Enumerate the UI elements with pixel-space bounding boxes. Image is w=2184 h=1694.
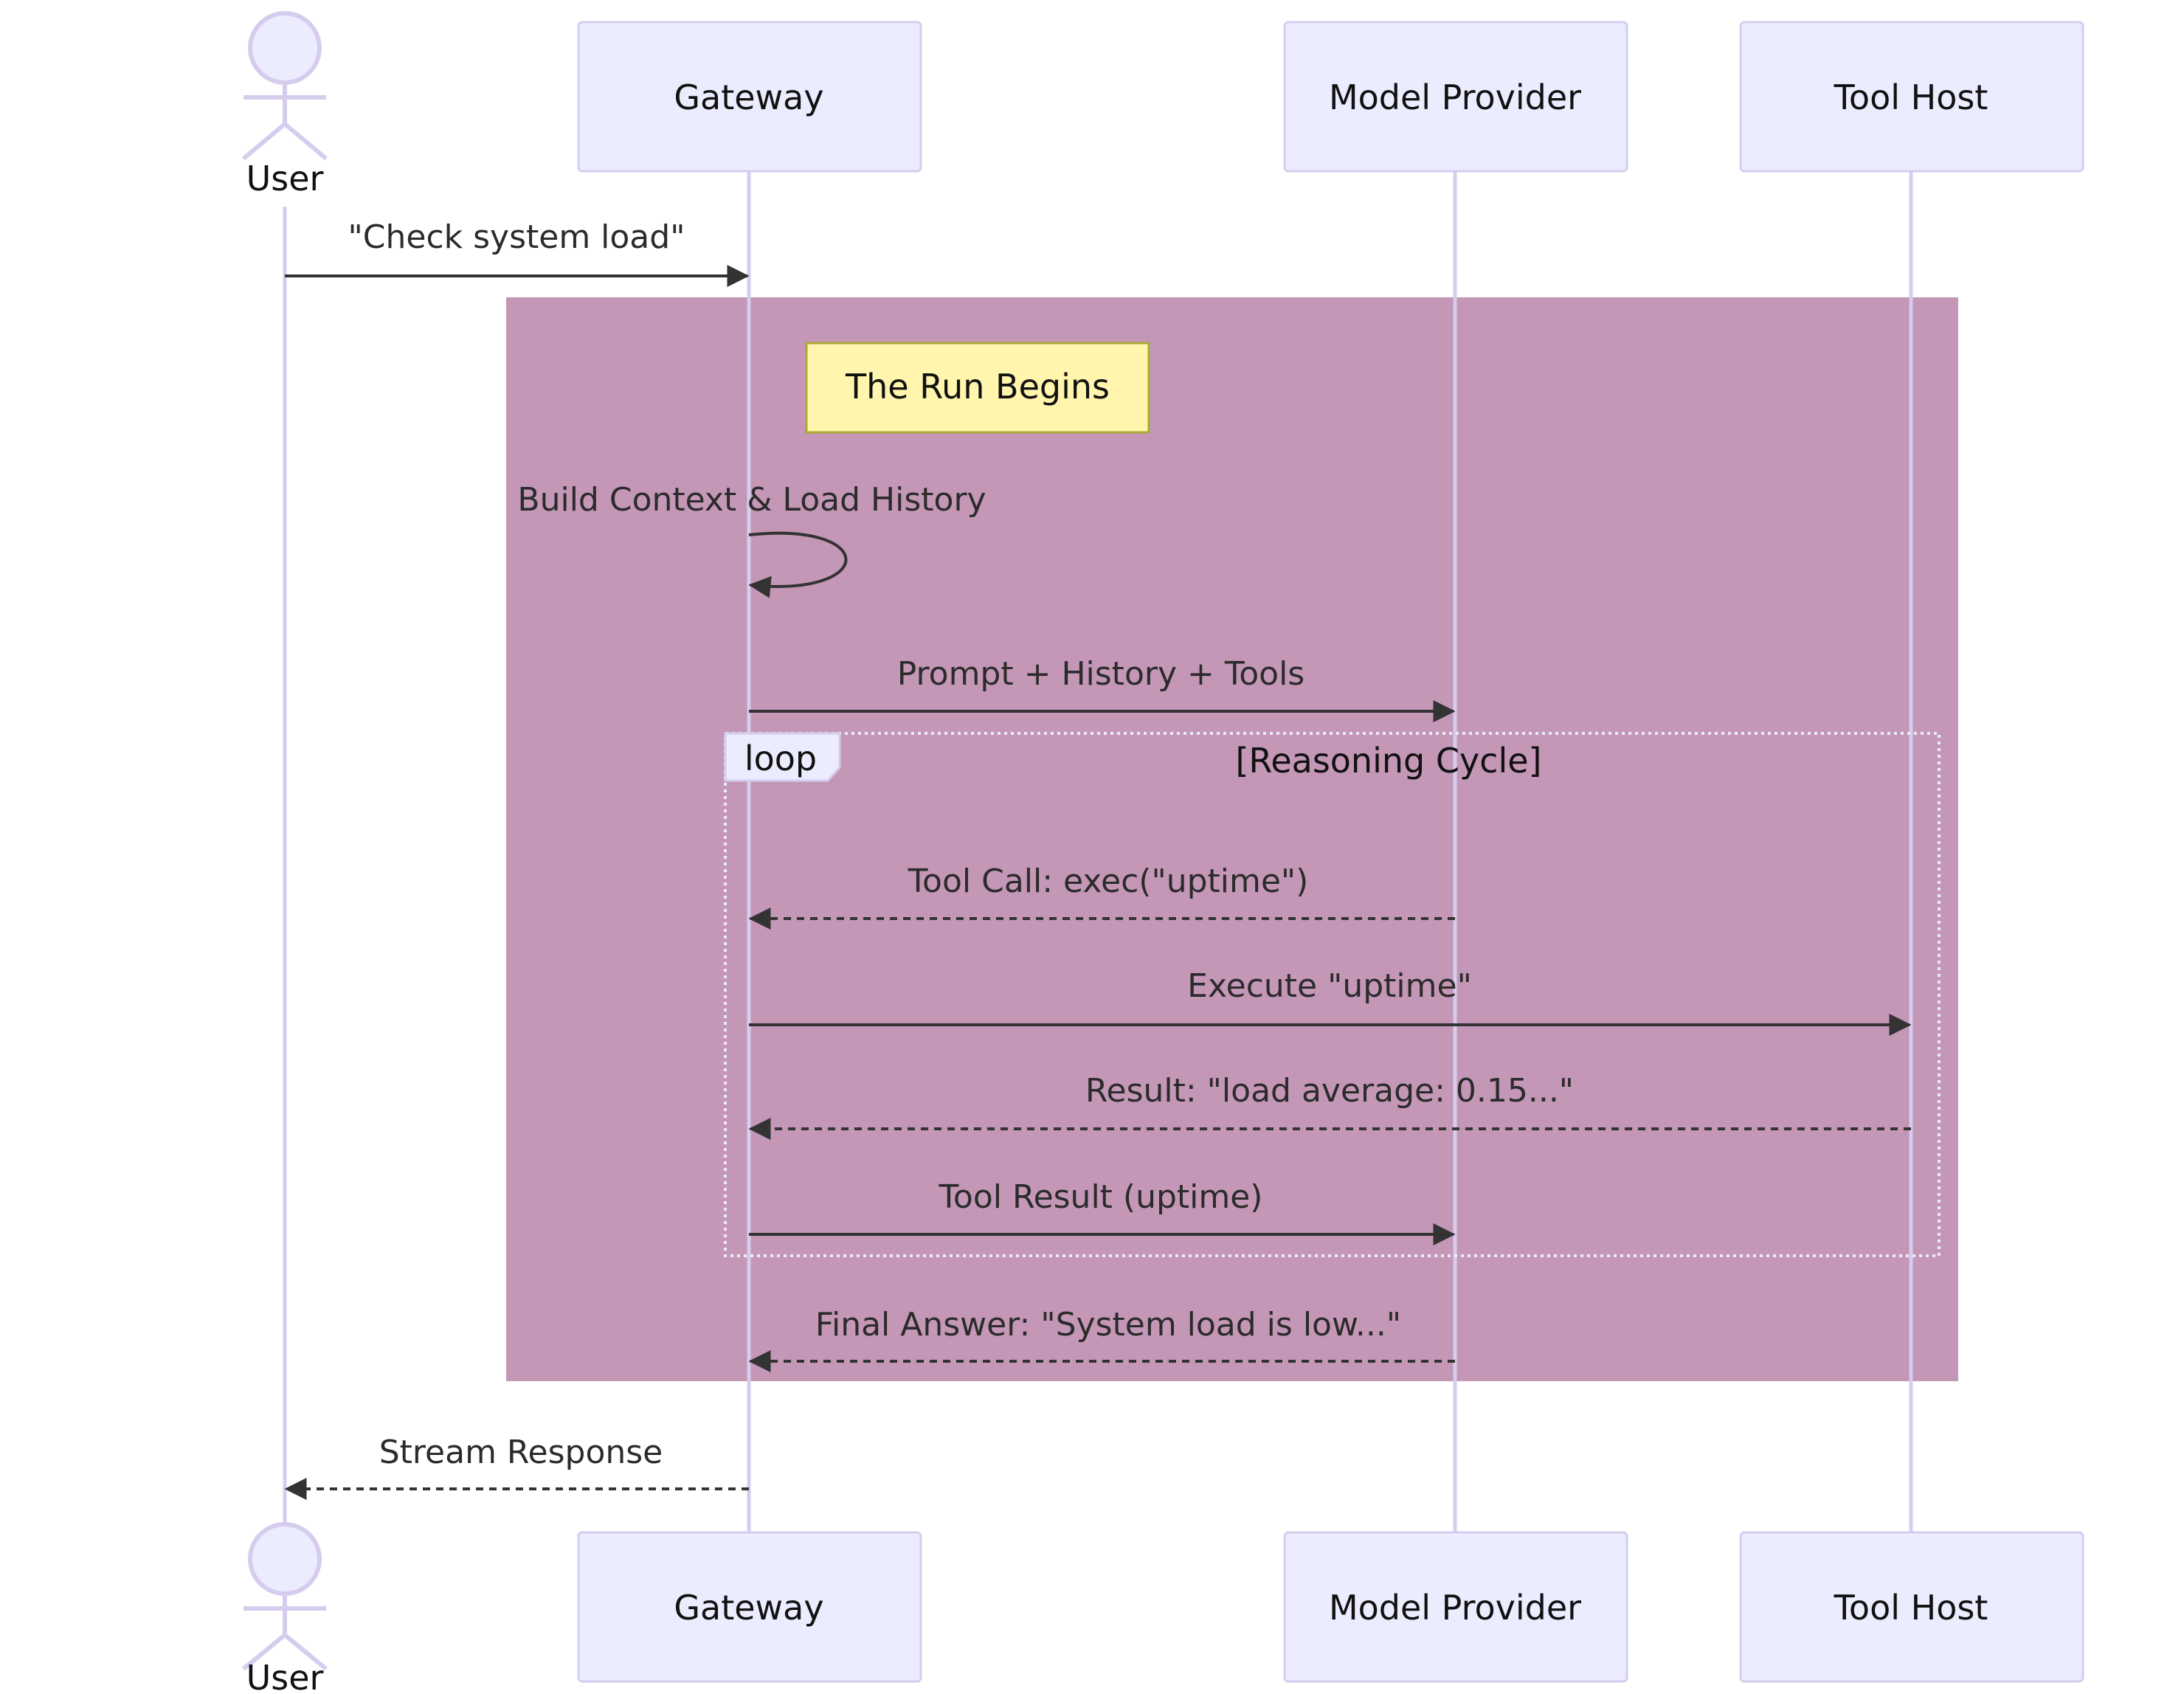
msg-stream-label: Stream Response <box>379 1434 663 1471</box>
user-actor-bottom-leg-right <box>283 1633 328 1671</box>
msg-final-answer-label: Final Answer: "System load is low..." <box>815 1306 1401 1344</box>
model-provider-label-top: Model Provider <box>1329 77 1581 117</box>
loop-tag-shape <box>724 732 841 782</box>
msg-build-context-label: Build Context & Load History <box>517 481 986 519</box>
msg-execute-label: Execute "uptime" <box>1187 967 1472 1005</box>
msg-prompt-label: Prompt + History + Tools <box>897 655 1304 693</box>
tool-host-label-top: Tool Host <box>1834 77 1988 117</box>
run-begins-note-box <box>805 342 1150 434</box>
tool-host-label-bottom: Tool Host <box>1834 1588 1988 1628</box>
reasoning-loop: loop [Reasoning Cycle] <box>724 732 1941 1257</box>
loop-condition: [Reasoning Cycle] <box>1235 741 1541 781</box>
user-actor-leg-right <box>283 122 328 161</box>
run-begins-note: The Run Begins <box>805 342 1150 434</box>
user-actor-top: User <box>242 11 328 198</box>
msg-check-load-label: "Check system load" <box>348 218 685 256</box>
tool-host-box-top-rect <box>1739 21 2084 173</box>
tool-host-box-bottom: Tool Host <box>1739 1531 2084 1683</box>
user-actor-head <box>248 11 322 85</box>
model-provider-box-bottom: Model Provider <box>1283 1531 1628 1683</box>
gateway-label-top: Gateway <box>674 77 823 117</box>
model-provider-label-bottom: Model Provider <box>1329 1588 1581 1628</box>
gateway-box-top-rect <box>577 21 922 173</box>
run-region <box>506 297 1958 1381</box>
msg-result-label: Result: "load average: 0.15..." <box>1085 1072 1574 1110</box>
run-begins-note-text: The Run Begins <box>845 367 1110 407</box>
user-label-bottom: User <box>246 1658 324 1694</box>
user-actor-bottom: User <box>242 1522 328 1694</box>
user-actor-leg-left <box>242 122 286 161</box>
loop-frame <box>724 732 1941 1257</box>
user-label-top: User <box>246 159 324 198</box>
gateway-box-bottom-rect <box>577 1531 922 1683</box>
loop-tag-text: loop <box>744 739 817 778</box>
model-provider-box-top-rect <box>1283 21 1628 173</box>
tool-host-box-bottom-rect <box>1739 1531 2084 1683</box>
tool-host-box-top: Tool Host <box>1739 21 2084 173</box>
msg-tool-result-label: Tool Result (uptime) <box>939 1178 1263 1216</box>
user-actor-bottom-head <box>248 1522 322 1596</box>
user-actor-bottom-leg-left <box>242 1633 286 1671</box>
model-provider-box-top: Model Provider <box>1283 21 1628 173</box>
gateway-box-top: Gateway <box>577 21 922 173</box>
msg-tool-call-label: Tool Call: exec("uptime") <box>908 862 1309 900</box>
msg-build-context-arrow <box>748 531 848 598</box>
gateway-label-bottom: Gateway <box>674 1588 823 1628</box>
gateway-box-bottom: Gateway <box>577 1531 922 1683</box>
model-provider-box-bottom-rect <box>1283 1531 1628 1683</box>
